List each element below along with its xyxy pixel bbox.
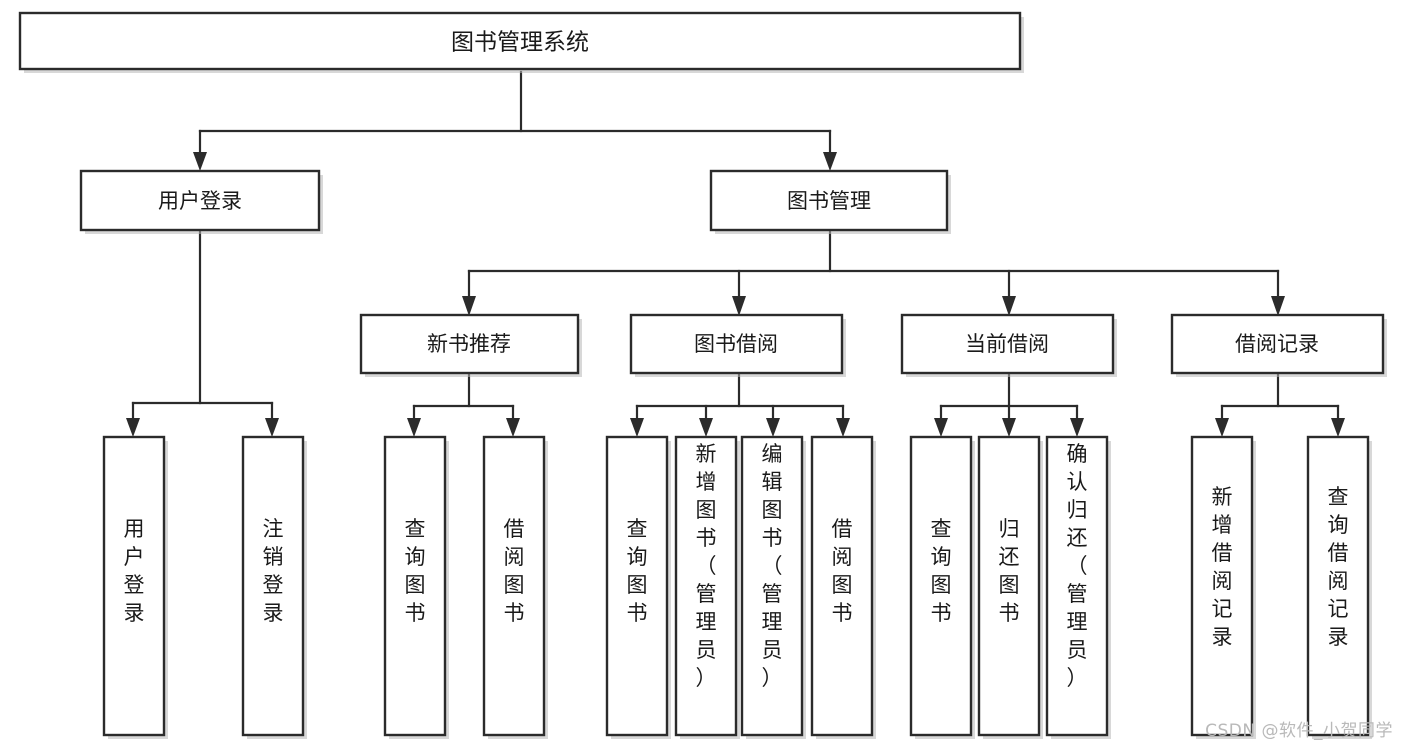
leaf-logout-label: 注销登录 <box>263 517 284 625</box>
arrow-to-leaf-query-book-3 <box>934 418 948 437</box>
leaf-edit-book-label: 编辑图书（管理员） <box>762 442 783 690</box>
current-borrow-rect <box>900 313 1115 375</box>
leaf-borrow-book-2-label: 借阅图书 <box>832 517 853 625</box>
leaf-query-book-3-rect <box>909 435 973 737</box>
node-leaf-user-login[interactable]: 用户登录 <box>102 435 168 739</box>
leaf-return-book-label: 归还图书 <box>999 517 1020 625</box>
node-leaf-add-book[interactable]: 新增图书（管理员） <box>674 435 740 739</box>
node-leaf-borrow-book-1[interactable]: 借阅图书 <box>482 435 548 739</box>
arrow-to-book-borrow <box>732 296 746 316</box>
leaf-query-record-label: 查询借阅记录 <box>1328 485 1349 649</box>
arrow-to-leaf-query-book-2 <box>630 418 644 437</box>
connector-layer <box>126 70 1345 437</box>
book-borrow-label: 图书借阅 <box>694 332 778 356</box>
arrow-to-leaf-add-record <box>1215 418 1229 437</box>
leaf-query-book-3-label: 查询图书 <box>931 517 952 625</box>
user-login-rect <box>79 169 321 232</box>
book-manage-rect <box>709 169 949 232</box>
book-manage-label: 图书管理 <box>787 189 871 213</box>
node-leaf-query-book-3[interactable]: 查询图书 <box>909 435 975 739</box>
node-leaf-query-book-2[interactable]: 查询图书 <box>605 435 671 739</box>
root-label: 图书管理系统 <box>451 30 589 56</box>
leaf-borrow-book-1-label: 借阅图书 <box>504 517 525 625</box>
new-book-rect <box>359 313 580 375</box>
current-borrow-label: 当前借阅 <box>965 332 1049 356</box>
arrow-to-leaf-borrow-book-2 <box>836 418 850 437</box>
node-leaf-query-book-1[interactable]: 查询图书 <box>383 435 449 739</box>
leaf-query-book-1-label: 查询图书 <box>405 517 426 625</box>
node-current-borrow[interactable]: 当前借阅 <box>900 313 1117 377</box>
node-borrow-record[interactable]: 借阅记录 <box>1170 313 1387 377</box>
leaf-return-book-rect <box>977 435 1041 737</box>
node-leaf-edit-book[interactable]: 编辑图书（管理员） <box>740 435 806 739</box>
arrow-to-leaf-query-record <box>1331 418 1345 437</box>
arrow-to-leaf-return-book <box>1002 418 1016 437</box>
leaf-confirm-return-label: 确认归还（管理员） <box>1067 442 1088 690</box>
leaf-borrow-book-1-rect <box>482 435 546 737</box>
node-leaf-borrow-book-2[interactable]: 借阅图书 <box>810 435 876 739</box>
node-new-book-recommend[interactable]: 新书推荐 <box>359 313 582 377</box>
leaf-query-book-1-rect <box>383 435 447 737</box>
leaf-query-book-2-label: 查询图书 <box>627 517 648 625</box>
node-leaf-add-record[interactable]: 新增借阅记录 <box>1190 435 1256 739</box>
new-book-label: 新书推荐 <box>427 332 511 356</box>
arrow-to-leaf-query-book-1 <box>407 418 421 437</box>
leaf-add-book-rect <box>674 435 738 737</box>
node-book-manage[interactable]: 图书管理 <box>709 169 951 234</box>
arrow-to-leaf-borrow-book-1 <box>506 418 520 437</box>
arrow-to-leaf-confirm-return <box>1070 418 1084 437</box>
user-login-label: 用户登录 <box>158 189 242 213</box>
csdn-watermark: CSDN @软件_小贺同学 <box>1205 721 1393 741</box>
arrow-to-leaf-add-book <box>699 418 713 437</box>
node-user-login[interactable]: 用户登录 <box>79 169 323 234</box>
arrow-to-user-login <box>193 152 207 171</box>
leaf-user-login-rect <box>102 435 166 737</box>
leaf-add-record-rect <box>1190 435 1254 737</box>
arrow-to-new-book-recommend <box>462 296 476 316</box>
arrow-to-leaf-user-login <box>126 418 140 437</box>
borrow-record-label: 借阅记录 <box>1235 332 1319 356</box>
leaf-query-record-rect <box>1306 435 1370 737</box>
leaf-user-login-label: 用户登录 <box>124 517 145 625</box>
leaf-add-record-label: 新增借阅记录 <box>1212 485 1233 649</box>
arrow-to-leaf-edit-book <box>766 418 780 437</box>
leaf-edit-book-rect <box>740 435 804 737</box>
node-leaf-return-book[interactable]: 归还图书 <box>977 435 1043 739</box>
arrow-to-leaf-logout <box>265 418 279 437</box>
leaf-confirm-return-rect <box>1045 435 1109 737</box>
arrow-to-current-borrow <box>1002 296 1016 316</box>
leaf-borrow-book-2-rect <box>810 435 874 737</box>
node-root[interactable]: 图书管理系统 <box>18 11 1024 73</box>
leaf-add-book-label: 新增图书（管理员） <box>696 442 717 690</box>
node-leaf-logout[interactable]: 注销登录 <box>241 435 307 739</box>
arrow-to-book-manage <box>823 152 837 171</box>
root-rect <box>18 11 1022 71</box>
book-borrow-rect <box>629 313 844 375</box>
leaf-logout-rect <box>241 435 305 737</box>
node-book-borrow[interactable]: 图书借阅 <box>629 313 846 377</box>
leaf-layer: 用户登录 注销登录 查询图书 借阅图书 查询图书 新增图书（管理员） <box>102 435 1372 739</box>
arrow-to-borrow-record <box>1271 296 1285 316</box>
node-leaf-confirm-return[interactable]: 确认归还（管理员） <box>1045 435 1111 739</box>
borrow-record-rect <box>1170 313 1385 375</box>
leaf-query-book-2-rect <box>605 435 669 737</box>
node-leaf-query-record[interactable]: 查询借阅记录 <box>1306 435 1372 739</box>
